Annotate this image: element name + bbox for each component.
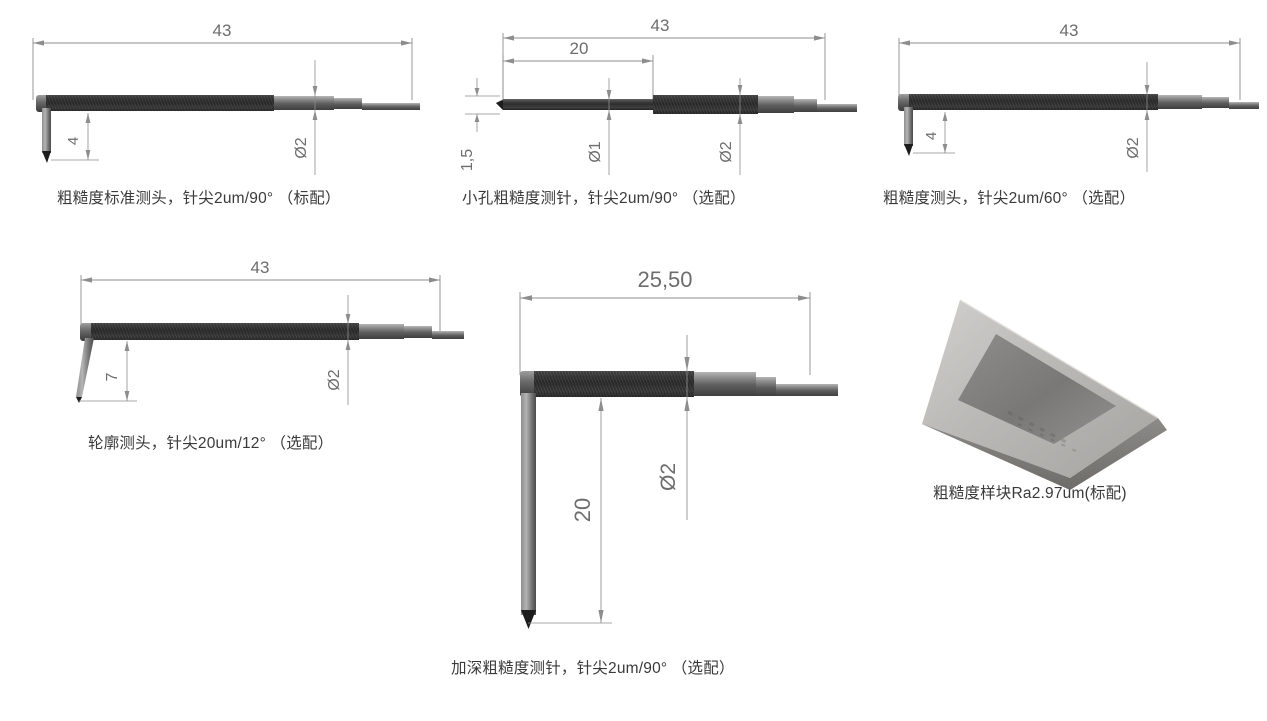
small-hole-probe-drawing: 43 20	[459, 16, 857, 175]
dimension-length-label: 43	[1060, 21, 1079, 40]
dimension-diameter	[312, 60, 318, 175]
dimension-stylus-drop	[79, 341, 137, 402]
stylus-arm	[904, 107, 913, 156]
dimension-needle-diameter-label: Ø1	[587, 141, 604, 162]
specimen-block-photo	[922, 299, 1167, 490]
stylus-arm	[521, 393, 536, 629]
dimension-length	[519, 292, 811, 375]
figure-small-hole-probe: 43 20	[455, 0, 875, 230]
probe-body	[36, 95, 420, 112]
figure-contour-probe: 43 7	[55, 245, 475, 475]
figure-roughness-specimen-block	[900, 272, 1240, 522]
dimension-needle-length-label: 20	[570, 39, 589, 58]
standard-probe-drawing: 43 4	[32, 21, 420, 175]
dimension-length	[32, 38, 413, 100]
dimension-length	[502, 33, 826, 100]
dimension-stylus-drop	[913, 112, 955, 154]
dimension-stylus-drop-label: 7	[104, 372, 121, 381]
dimension-diameter-label: Ø2	[1125, 137, 1142, 158]
dimension-length-label: 43	[651, 16, 670, 35]
dimension-diameter-label: Ø2	[657, 463, 680, 491]
dimension-body-diameter-label: Ø2	[718, 141, 735, 162]
probe-body	[898, 94, 1259, 111]
figure-roughness-probe-60deg: 43 4	[875, 0, 1267, 230]
dimension-tip-height-label: 1,5	[459, 149, 476, 171]
dimension-stylus-drop-label: 4	[923, 132, 940, 140]
dimension-length	[898, 38, 1241, 100]
dimension-length-label: 43	[251, 258, 270, 277]
dimension-tip-height	[465, 78, 500, 132]
caption-contour-probe: 轮廓测头，针尖20um/12° （选配）	[88, 435, 334, 452]
block-highlight	[959, 299, 1159, 419]
dimension-length-label: 25,50	[637, 267, 692, 292]
dimension-needle-diameter	[606, 78, 612, 175]
caption-deep-roughness-probe: 加深粗糙度测针，针尖2um/90° （选配）	[451, 660, 735, 677]
caption-roughness-specimen-block: 粗糙度样块Ra2.97um(标配)	[933, 485, 1127, 502]
dimension-diameter	[1144, 62, 1150, 172]
dimension-stylus-drop-label: 4	[65, 137, 82, 145]
dimension-stylus-drop	[51, 113, 99, 161]
caption-standard-roughness-probe: 粗糙度标准测头，针尖2um/90° （标配）	[57, 190, 341, 207]
figure-standard-roughness-probe: 43 4	[0, 0, 445, 230]
dimension-length	[80, 275, 441, 333]
caption-roughness-probe-60deg: 粗糙度测头，针尖2um/60° （选配）	[883, 190, 1136, 207]
deep-probe-drawing: 25,50 20	[519, 267, 838, 629]
dimension-diameter	[684, 335, 690, 520]
dimension-arm-length-label: 20	[570, 498, 595, 522]
probe-body	[496, 95, 857, 114]
contour-probe-drawing: 43 7	[76, 258, 464, 405]
dimension-diameter	[345, 295, 351, 405]
dimension-diameter-label: Ø2	[326, 369, 343, 390]
figure-deep-roughness-probe: 25,50 20	[480, 265, 855, 695]
dimension-length-label: 43	[213, 21, 232, 40]
probe-60deg-drawing: 43 4	[898, 21, 1259, 172]
dimension-arm-length	[528, 398, 612, 624]
dimension-diameter-label: Ø2	[293, 137, 310, 158]
block-measuring-surface	[958, 334, 1116, 444]
probe-body	[520, 371, 838, 397]
dimension-needle-length	[502, 55, 654, 100]
dimension-body-diameter	[737, 78, 743, 175]
stylus-blade	[76, 338, 94, 403]
probe-body	[80, 323, 464, 341]
stylus-arm	[42, 108, 51, 163]
caption-small-hole-probe: 小孔粗糙度测针，针尖2um/90° （选配）	[462, 190, 746, 207]
